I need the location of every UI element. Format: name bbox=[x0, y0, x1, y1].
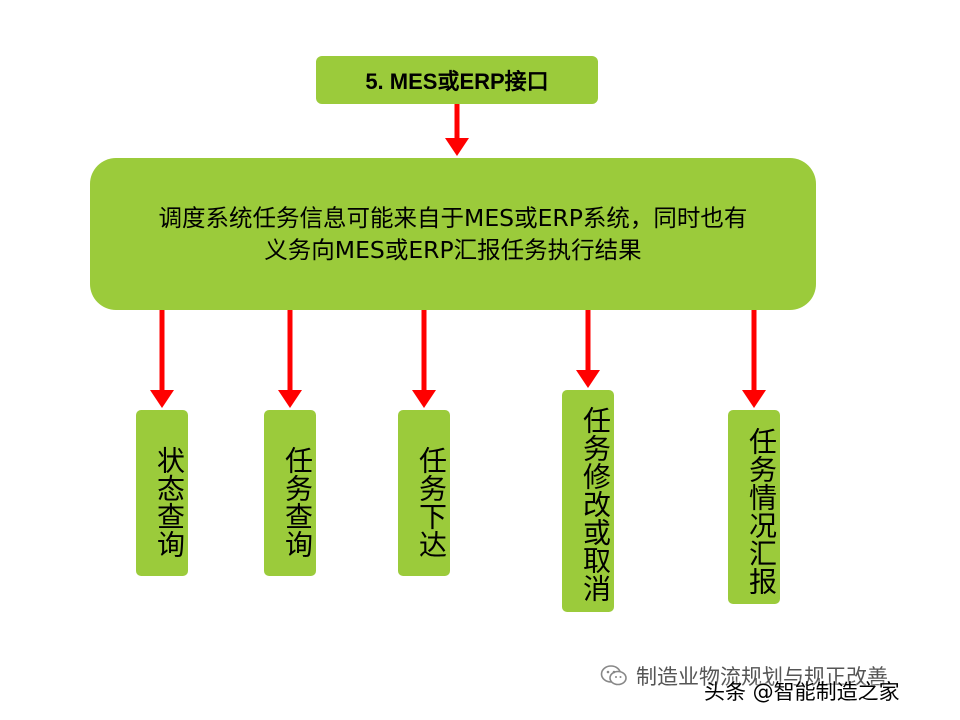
leaf-task-dispatch: 任务下达 bbox=[398, 410, 450, 576]
leaf-task-status-report: 任务情况汇报 bbox=[728, 410, 780, 604]
title-text: 5. MES或ERP接口 bbox=[365, 69, 549, 94]
description-text: 调度系统任务信息可能来自于MES或ERP系统，同时也有 义务向MES或ERP汇报… bbox=[158, 204, 748, 264]
leaf-label: 任务修改或取消 bbox=[579, 406, 612, 602]
leaf-label: 状态查询 bbox=[153, 446, 186, 558]
watermark-official-account: 制造业物流规划与规正改善 bbox=[600, 661, 888, 691]
title-box: 5. MES或ERP接口 bbox=[316, 56, 598, 104]
leaf-label: 任务情况汇报 bbox=[745, 427, 778, 595]
watermark-line2: 头条 @智能制造之家 bbox=[704, 680, 900, 704]
arrow-main-to-leaf-4 bbox=[576, 310, 600, 388]
leaf-task-query: 任务查询 bbox=[264, 410, 316, 576]
arrow-title-to-main bbox=[445, 104, 469, 156]
leaf-status-query: 状态查询 bbox=[136, 410, 188, 576]
arrow-main-to-leaf-1 bbox=[150, 310, 174, 408]
watermark-line1: 制造业物流规划与规正改善 bbox=[636, 665, 888, 689]
leaf-label: 任务查询 bbox=[281, 446, 314, 558]
arrow-main-to-leaf-3 bbox=[412, 310, 436, 408]
leaf-label: 任务下达 bbox=[415, 446, 448, 558]
wechat-icon bbox=[600, 665, 627, 686]
watermark-toutiao: 头条 @智能制造之家 bbox=[704, 676, 900, 706]
leaf-task-modify-cancel: 任务修改或取消 bbox=[562, 390, 614, 612]
description-box: 调度系统任务信息可能来自于MES或ERP系统，同时也有 义务向MES或ERP汇报… bbox=[90, 158, 816, 310]
arrow-main-to-leaf-2 bbox=[278, 310, 302, 408]
arrow-main-to-leaf-5 bbox=[742, 310, 766, 408]
